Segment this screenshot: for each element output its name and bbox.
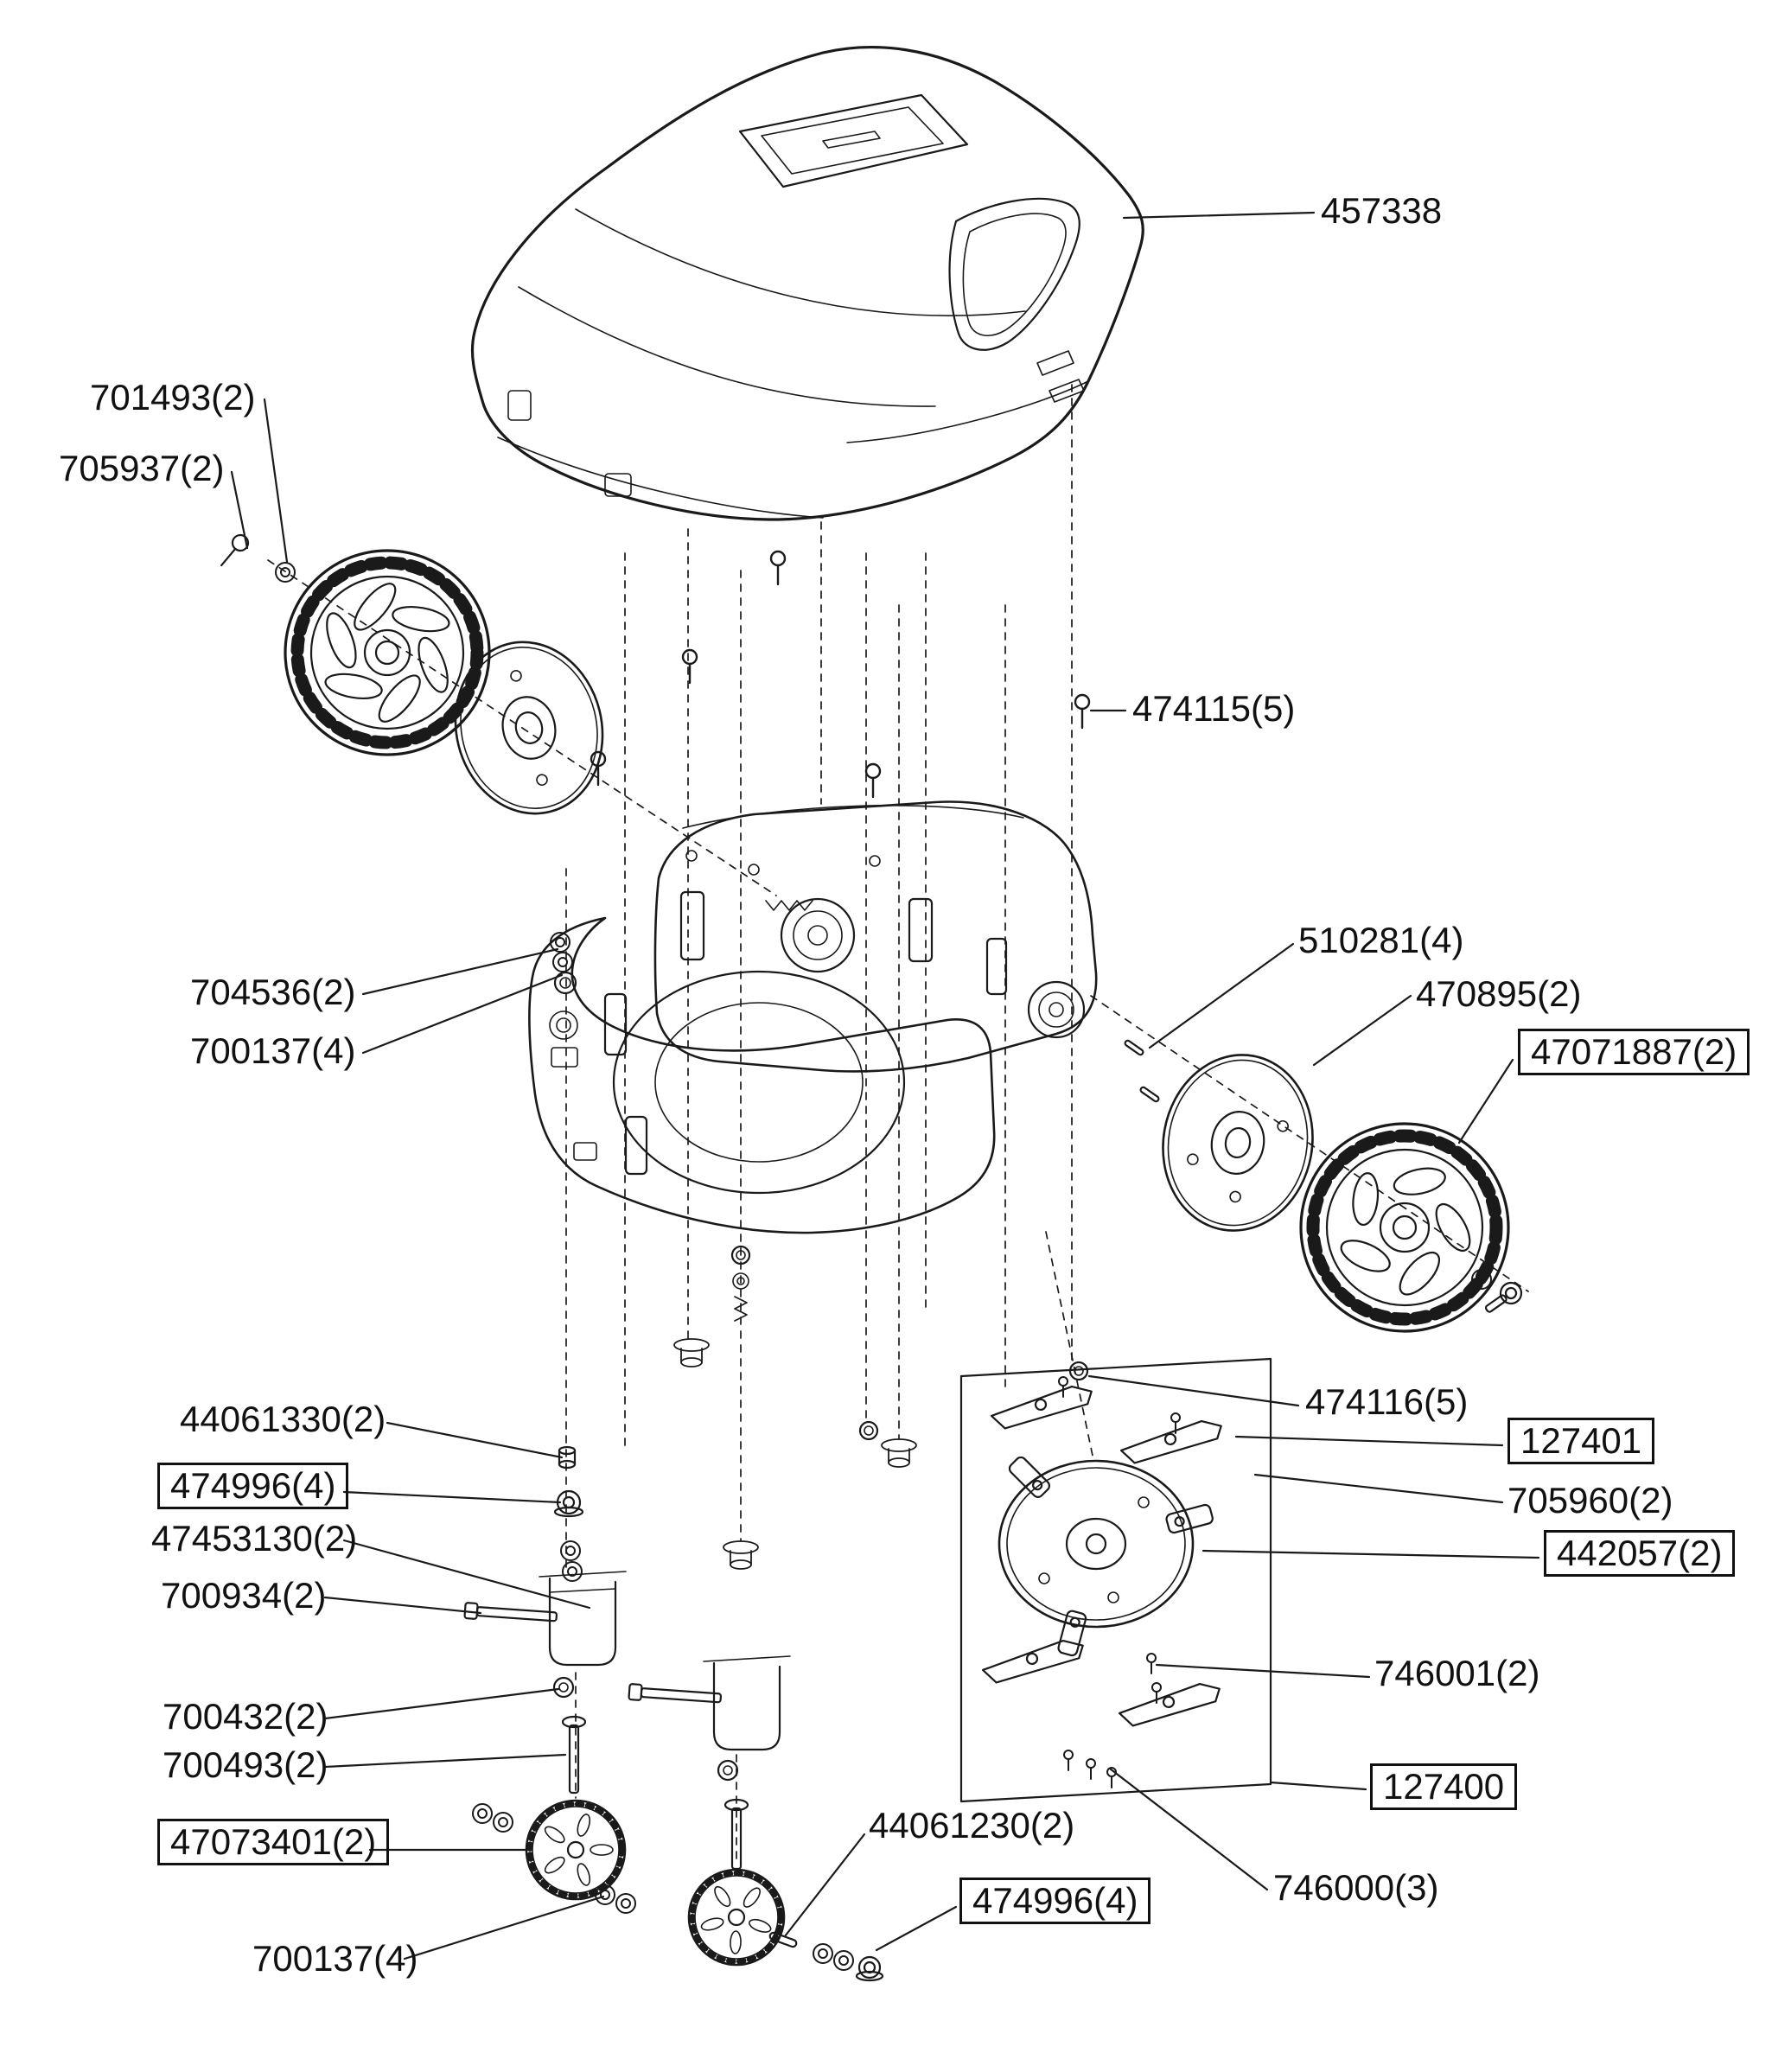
part-label-44061330: 44061330(2): [180, 1399, 386, 1439]
leader-lines: [230, 211, 1540, 1960]
part-label-474115: 474115(5): [1132, 688, 1296, 729]
part-label-705937: 705937(2): [59, 448, 225, 488]
part-label-746001: 746001(2): [1374, 1653, 1540, 1693]
part-label-701493: 701493(2): [90, 377, 256, 418]
alignment-lines: [267, 384, 1529, 1865]
blade-disc-drawing: [998, 1456, 1214, 1657]
right-drive-wheel-drawing: [1299, 1122, 1510, 1333]
caster-assemblies-drawing: [463, 1571, 884, 1982]
part-label-442057: 442057(2): [1544, 1530, 1736, 1578]
chassis-drawing: [528, 800, 1098, 1234]
part-label-704536: 704536(2): [190, 972, 356, 1012]
top-cover-drawing: [470, 46, 1144, 521]
right-wheel-disc-drawing: [1162, 1054, 1314, 1232]
part-label-44061230: 44061230(2): [869, 1805, 1075, 1846]
part-label-474996-bottom: 474996(4): [959, 1878, 1151, 1925]
fastener-stack-left: [553, 1445, 584, 1582]
part-label-127401: 127401: [1507, 1418, 1655, 1465]
fastener-stack-top: [550, 932, 577, 995]
rubber-dampers: [673, 1338, 917, 1570]
part-label-474996-left: 474996(4): [157, 1463, 349, 1510]
part-label-746000: 746000(3): [1273, 1867, 1439, 1908]
screw-474115-icon: [1074, 693, 1091, 730]
pins-510281: [1124, 1039, 1160, 1103]
part-label-470895: 470895(2): [1416, 973, 1582, 1014]
part-label-700493: 700493(2): [163, 1744, 328, 1785]
part-label-700137-top: 700137(4): [190, 1030, 356, 1071]
screw-474115-icon: [769, 550, 787, 586]
screw-474115-icon: [681, 648, 698, 685]
part-label-47453130: 47453130(2): [151, 1518, 358, 1559]
part-label-510281: 510281(4): [1298, 920, 1464, 960]
part-label-127400: 127400: [1370, 1763, 1518, 1811]
part-label-47071887: 47071887(2): [1518, 1029, 1750, 1076]
misc-fasteners: [730, 1245, 1089, 1441]
part-label-705960: 705960(2): [1507, 1480, 1673, 1521]
part-label-700934: 700934(2): [161, 1575, 327, 1616]
screw-474115-icon: [864, 762, 882, 799]
part-label-700432: 700432(2): [163, 1696, 328, 1737]
part-label-457338: 457338: [1321, 190, 1443, 231]
blade-set-panel-drawing: [959, 1357, 1272, 1803]
screw-474115-icon: [590, 750, 607, 787]
left-drive-wheel-drawing: [284, 549, 491, 756]
left-wheel-disc-drawing: [454, 641, 604, 815]
part-label-47073401: 47073401(2): [157, 1819, 390, 1866]
part-label-474116: 474116(5): [1305, 1381, 1469, 1422]
part-label-700137-bottom: 700137(4): [252, 1938, 418, 1979]
right-wheel-screw: [1484, 1281, 1523, 1313]
